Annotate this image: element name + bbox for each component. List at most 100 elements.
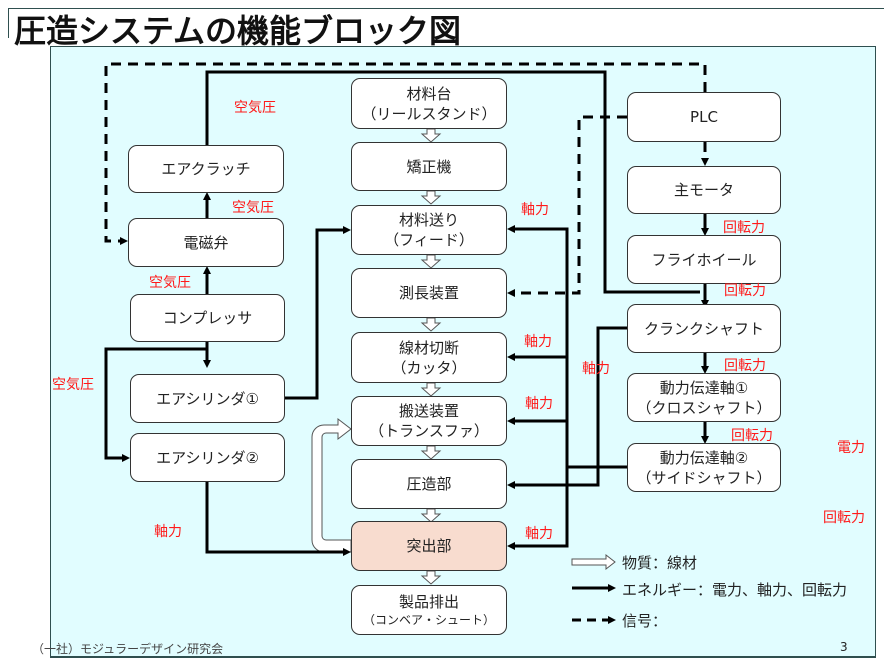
block-crankshaft: クランクシャフト (627, 304, 781, 353)
arrowhead (343, 226, 351, 234)
material-arrow (420, 508, 442, 523)
arrowhead (507, 542, 515, 550)
block-air-cylinder-1: エアシリンダ① (130, 374, 285, 423)
block-air-cylinder-2: エアシリンダ② (130, 433, 285, 482)
material-arrow (420, 317, 442, 332)
flow-label-axial-force: 軸力 (524, 334, 552, 350)
block-sublabel: （リールスタンド） (361, 104, 497, 123)
block-shaft-1: 動力伝達軸① （クロスシャフト） (627, 373, 781, 422)
arrowhead (203, 192, 211, 200)
block-transfer: 搬送装置 （トランスファ） (351, 396, 507, 446)
flow-label-axial-force: 軸力 (525, 526, 553, 542)
block-label: 搬送装置 (398, 402, 459, 420)
block-label: エアクラッチ (161, 160, 251, 178)
arrowhead (507, 481, 515, 489)
block-label: フライホイール (651, 250, 757, 269)
block-plc: PLC (627, 92, 781, 142)
block-label: 主モータ (673, 181, 734, 199)
block-feed: 材料送り （フィード） (351, 205, 507, 255)
flow-label-axial-force: 軸力 (525, 396, 553, 412)
energy-lines (104, 70, 707, 554)
title-rule (8, 8, 884, 9)
arrowhead (507, 225, 515, 233)
block-main-motor: 主モータ (627, 166, 781, 214)
block-label: 材料台 (406, 84, 452, 103)
block-material-stand: 材料台 （リールスタンド） (351, 78, 507, 129)
legend-energy: エネルギー：電力、軸力、回転力 (622, 581, 848, 599)
flow-label-air-pressure: 空気圧 (149, 275, 191, 291)
block-sublabel: （トランスファ） (369, 422, 489, 440)
legend-signal-arrowhead (608, 616, 616, 624)
material-arrow (420, 254, 442, 269)
material-arrow (420, 570, 442, 585)
block-length-measure: 測長装置 (351, 268, 507, 318)
block-label: 動力伝達軸② (659, 448, 749, 467)
page-number: 3 (840, 640, 848, 654)
signal-lines (104, 62, 707, 295)
page-title: 圧造システムの機能ブロック図 (14, 12, 462, 50)
block-sublabel: （カッタ） (391, 358, 467, 377)
arrowhead (701, 436, 709, 444)
block-air-clutch: エアクラッチ (128, 145, 284, 193)
arrowhead (507, 417, 515, 425)
legend-material: 物質：線材 (622, 554, 698, 572)
block-label: 電磁弁 (183, 233, 229, 252)
arrowhead (343, 548, 351, 556)
block-discharge: 製品排出 （コンベア・シュート） (351, 585, 507, 635)
arrowhead (701, 158, 709, 166)
block-label: クランクシャフト (643, 319, 764, 338)
legend-material-arrow (571, 553, 616, 571)
arrowhead (203, 360, 211, 368)
block-label: 製品排出 (398, 593, 459, 611)
arrowhead (701, 366, 709, 374)
block-sublabel: （コンベア・シュート） (362, 613, 495, 627)
block-sublabel: （クロスシャフト） (636, 398, 772, 417)
flow-label-rotational-force: 回転力 (724, 358, 766, 374)
block-label: 矯正機 (406, 157, 452, 176)
flow-label-air-pressure: 空気圧 (234, 100, 276, 116)
block-sublabel: （フィード） (384, 231, 474, 249)
block-label: 圧造部 (406, 475, 452, 493)
legend-energy-arrowhead (608, 584, 616, 592)
legend-symbols (571, 553, 616, 624)
flow-label-rotational-force: 回転力 (723, 220, 765, 236)
block-compressor: コンプレッサ (130, 294, 285, 342)
flow-label-rotational-force: 回転力 (731, 428, 773, 444)
flow-label-axial-force: 軸力 (582, 361, 610, 377)
flow-label-air-pressure: 空気圧 (52, 377, 94, 393)
arrowhead (203, 266, 211, 274)
block-sublabel: （サイドシャフト） (636, 468, 772, 487)
arrowhead (507, 353, 515, 361)
block-label: エアシリンダ② (156, 448, 259, 467)
block-straightener: 矯正機 (351, 142, 507, 191)
flow-label-axial-force: 軸力 (154, 524, 182, 540)
material-flow-arrows (311, 128, 442, 585)
block-label: 測長装置 (398, 284, 459, 302)
block-label: 突出部 (406, 537, 452, 555)
material-arrow (420, 382, 442, 397)
footer-organization: （一社）モジュラーデザイン研究会 (32, 642, 224, 656)
block-solenoid-valve: 電磁弁 (128, 218, 284, 267)
material-return-arrow (311, 417, 352, 553)
material-arrow (420, 445, 442, 460)
flow-label-air-pressure: 空気圧 (232, 200, 274, 216)
block-label: 線材切断 (398, 338, 459, 357)
block-label: コンプレッサ (162, 309, 253, 327)
block-label: PLC (690, 108, 718, 126)
flow-label-electric-power: 電力 (837, 440, 865, 456)
title-rule-vertical (8, 8, 9, 38)
block-ejector: 突出部 (351, 521, 507, 571)
block-cutter: 線材切断 （カッタ） (351, 332, 507, 383)
block-flywheel: フライホイール (627, 235, 781, 284)
block-label: 材料送り (398, 211, 459, 229)
arrowhead (120, 237, 128, 245)
arrowhead (122, 454, 130, 462)
block-shaft-2: 動力伝達軸② （サイドシャフト） (627, 443, 781, 492)
block-label: 動力伝達軸① (659, 378, 749, 397)
flow-label-axial-force: 軸力 (521, 202, 549, 218)
material-arrow (420, 128, 442, 143)
flow-label-rotational-force: 回転力 (823, 510, 865, 526)
material-arrow (420, 190, 442, 205)
block-label: エアシリンダ① (156, 389, 259, 408)
